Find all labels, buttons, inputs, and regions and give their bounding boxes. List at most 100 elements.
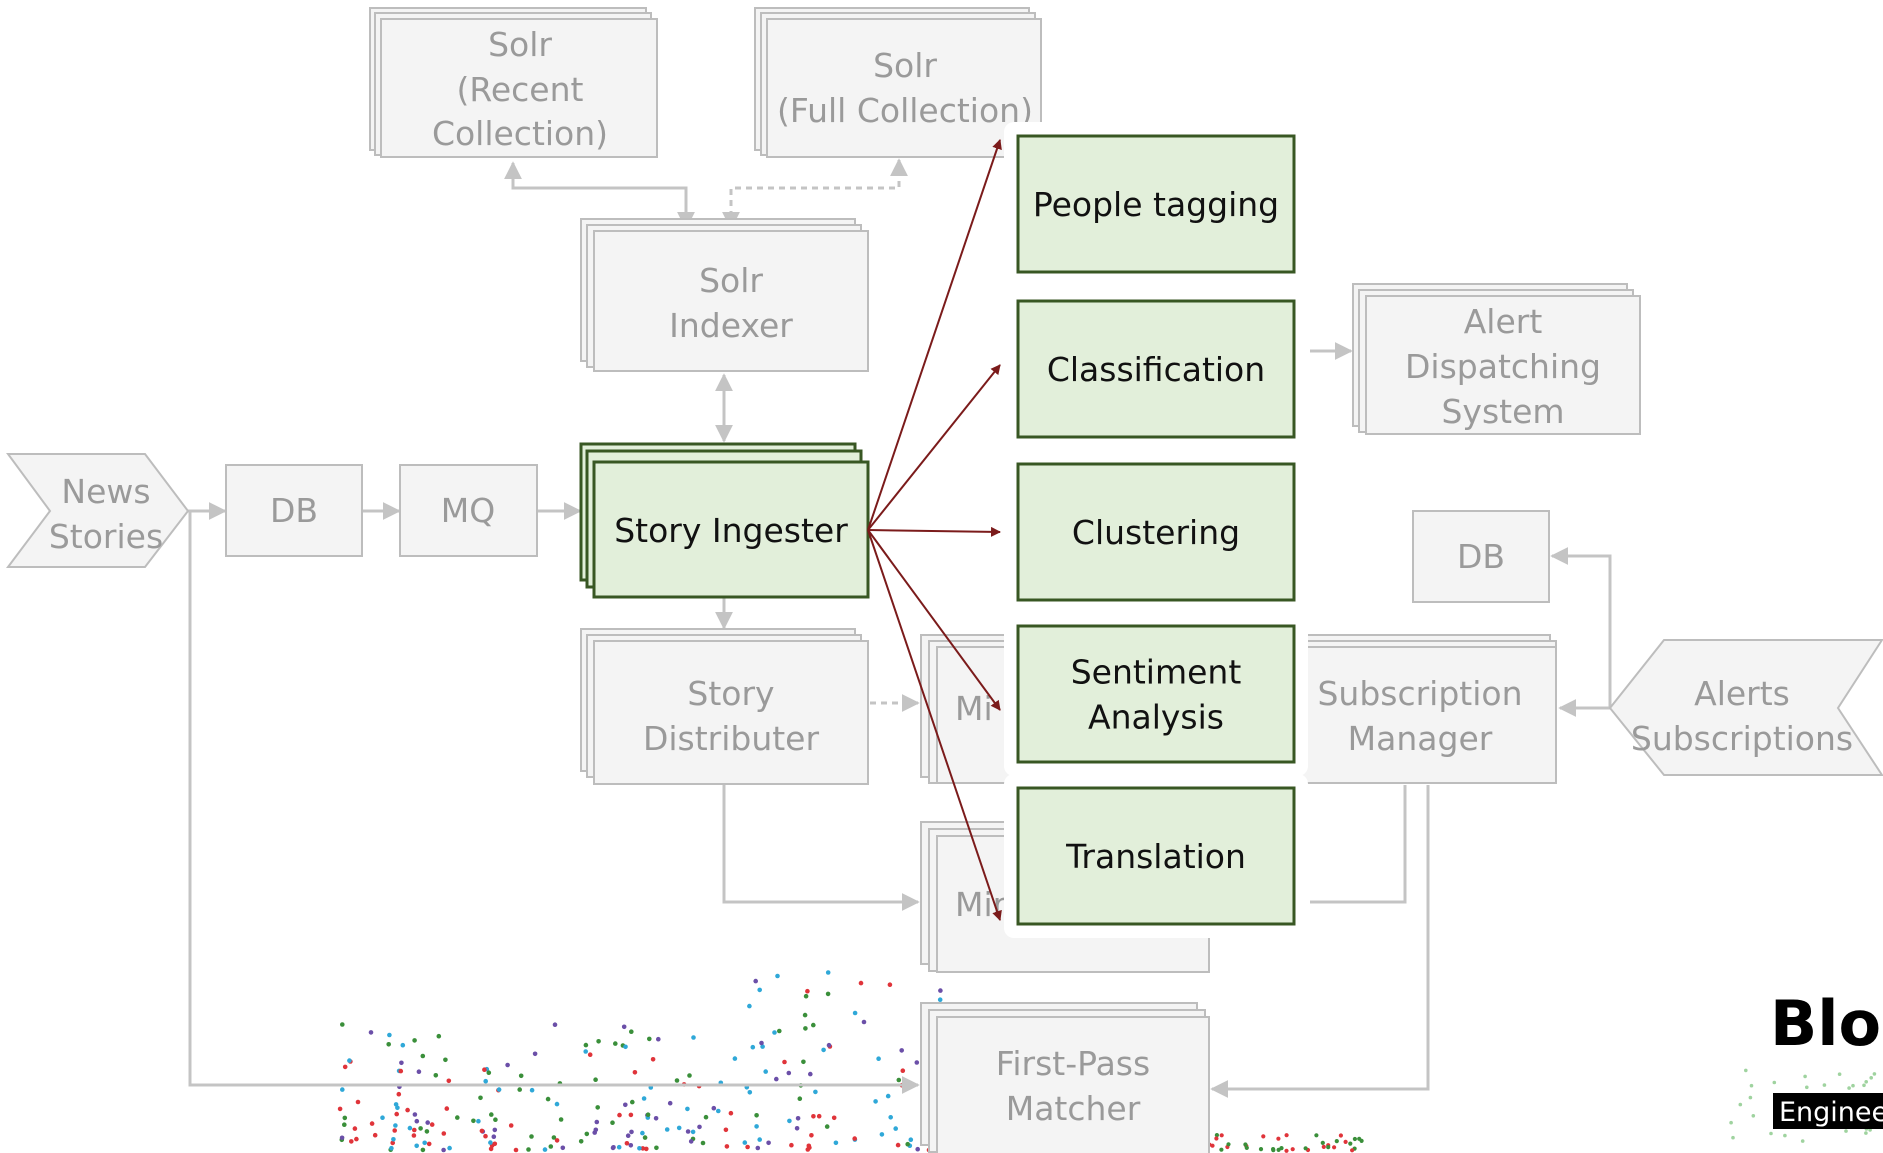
scatter-dot — [447, 1145, 452, 1151]
scatter-dot — [422, 1140, 428, 1146]
scatter-dot — [821, 1047, 826, 1053]
scatter-dot — [811, 1022, 816, 1028]
ingester-to-clustering-arrow — [867, 526, 1001, 537]
scatter-dot — [1822, 1083, 1827, 1087]
scatter-dot — [369, 1121, 375, 1126]
scatter-dot — [747, 1090, 753, 1095]
scatter-dot — [1851, 1083, 1855, 1088]
solr-full-label-2: (Full Collection) — [777, 91, 1033, 130]
scatter-dot — [1729, 1120, 1733, 1125]
scatter-dot — [1214, 1133, 1219, 1138]
scatter-dot — [803, 993, 809, 999]
scatter-dot — [754, 1124, 759, 1129]
scatter-dot — [486, 1070, 492, 1075]
scatter-dot — [825, 970, 831, 975]
story-distributer-node: Story Distributer — [580, 628, 869, 785]
first-pass-matcher-label-2: Matcher — [1006, 1089, 1141, 1128]
scatter-dot — [628, 1143, 634, 1148]
scatter-dot — [1338, 1133, 1343, 1138]
scatter-dot — [786, 1070, 792, 1076]
scatter-dot — [380, 1115, 385, 1120]
scatter-dot — [700, 1140, 706, 1146]
scatter-dot — [824, 1124, 830, 1129]
scatter-dot — [508, 1123, 514, 1128]
scatter-dot — [610, 1120, 615, 1125]
scatter-dot — [1321, 1144, 1326, 1149]
scatter-dot — [747, 1003, 752, 1009]
fanout-arrows — [867, 139, 1002, 921]
scatter-dot — [395, 1105, 400, 1111]
scatter-dot — [905, 1141, 910, 1147]
scatter-dot — [1284, 1133, 1289, 1138]
scatter-dot — [625, 1133, 631, 1138]
scatter-dot — [805, 1147, 811, 1152]
scatter-dot — [653, 1116, 659, 1121]
scatter-dot — [347, 1058, 352, 1063]
solr-recent-node: Solr (Recent Collection) — [369, 7, 658, 158]
scatter-dot — [873, 1099, 878, 1104]
scatter-dot — [1847, 1086, 1851, 1090]
scatter-dot — [594, 1119, 600, 1125]
scatter-dot — [355, 1099, 361, 1105]
scatter-dot — [1772, 1080, 1777, 1085]
scatter-dot — [1359, 1138, 1364, 1143]
engineering-badge — [1773, 1093, 1883, 1129]
translation-node: Translation — [1004, 774, 1308, 938]
scatter-dot — [610, 1145, 616, 1151]
alert-dispatching-node: Alert Dispatching System — [1352, 283, 1641, 435]
scatter-dot — [444, 1106, 450, 1111]
bloomberg-logo: Bloo — [1770, 987, 1883, 1060]
scatter-dot — [558, 1117, 564, 1122]
scatter-dot — [777, 1028, 782, 1034]
scatter-dot — [621, 1024, 627, 1030]
alerts-subscriptions-label-1: Alerts — [1694, 674, 1790, 713]
subscription-to-matcher-arrow — [1210, 785, 1430, 1098]
scatter-dot — [893, 1126, 898, 1131]
scatter-dot — [396, 1091, 402, 1097]
scatter-dot — [1864, 1131, 1868, 1135]
engineering-badge-label: Enginee — [1779, 1097, 1883, 1128]
scatter-dot — [1326, 1145, 1331, 1150]
people-tagging-box — [1016, 134, 1296, 274]
scatter-dot — [630, 1099, 635, 1105]
scatter-dot — [554, 1101, 560, 1107]
ingester-to-translation-arrow — [867, 529, 1002, 921]
solr-recent-label-3: Collection) — [432, 114, 608, 153]
story-distributer-label-1: Story — [687, 674, 774, 713]
scatter-dot — [1803, 1074, 1807, 1079]
scatter-dot — [492, 1127, 498, 1133]
scatter-dot — [414, 1143, 420, 1149]
scatter-dot — [1343, 1139, 1348, 1144]
scatter-dot — [728, 1110, 734, 1116]
scatter-dot — [801, 1059, 806, 1065]
scatter-dot — [644, 1146, 649, 1152]
scatter-dot — [1303, 1146, 1308, 1151]
solr-recent-label-1: Solr — [488, 25, 552, 64]
scatter-dot — [426, 1141, 432, 1147]
mi-partial-label: Mi — [955, 689, 993, 728]
scatter-dot — [595, 1105, 600, 1110]
scatter-dot — [1748, 1095, 1753, 1100]
scatter-dot — [908, 1137, 914, 1142]
scatter-dot — [441, 1131, 447, 1136]
scatter-dot — [656, 1036, 661, 1042]
clustering-node: Clustering — [1004, 450, 1308, 614]
scatter-dot — [732, 1056, 738, 1061]
scatter-dot — [685, 1106, 690, 1112]
scatter-dot — [1783, 1133, 1787, 1138]
scatter-dot — [782, 1059, 787, 1065]
indexer-to-solr-full-arrow — [722, 158, 908, 230]
db-left-label: DB — [270, 491, 318, 530]
alerts-subscriptions-node: Alerts Subscriptions — [1608, 639, 1883, 776]
scatter-dot — [526, 1147, 531, 1152]
scatter-dot — [446, 1078, 452, 1084]
scatter-dot — [392, 1128, 398, 1133]
scatter-dot — [1334, 1139, 1339, 1144]
scatter-dot — [754, 1113, 759, 1118]
scatter-dot — [1352, 1136, 1357, 1142]
scatter-dot — [774, 1076, 779, 1082]
classification-label: Classification — [1047, 350, 1265, 389]
scatter-dot — [806, 1143, 812, 1149]
scatter-dot — [414, 1118, 420, 1124]
